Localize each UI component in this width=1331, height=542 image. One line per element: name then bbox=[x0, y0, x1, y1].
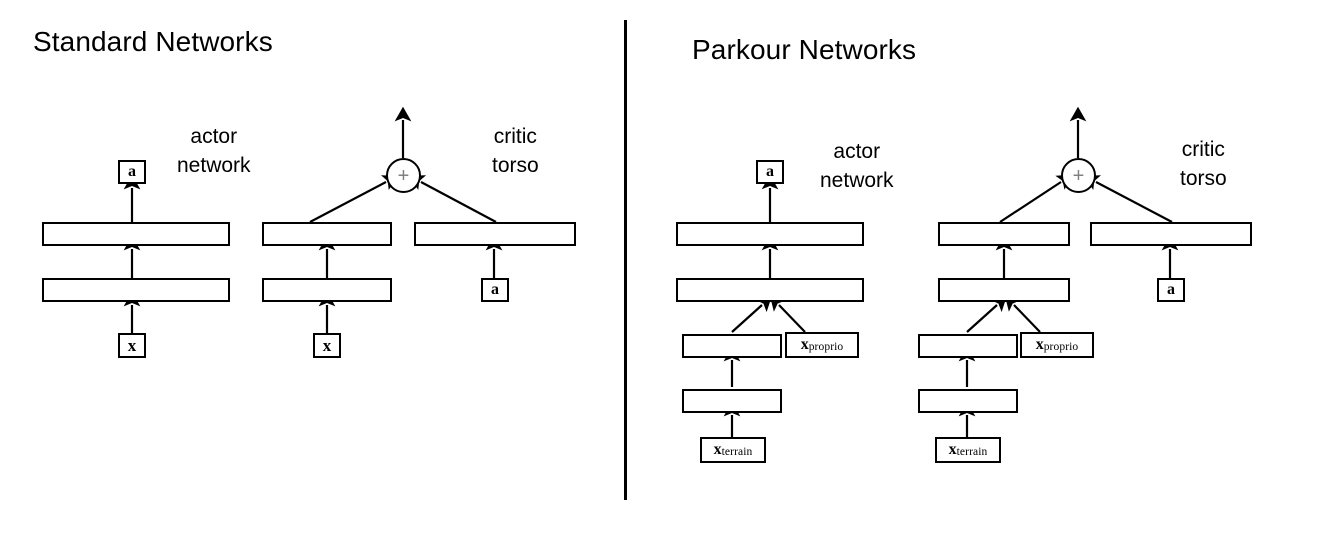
parkour-critic-state-layer-4 bbox=[918, 389, 1018, 413]
parkour-actor-proprio-subscript: proprio bbox=[808, 340, 844, 353]
parkour-actor-output-box: a bbox=[756, 160, 784, 184]
caption-line-network: network bbox=[177, 154, 251, 177]
parkour-critic-terrain-subscript: terrain bbox=[956, 445, 988, 458]
standard-critic-action-layer-1 bbox=[414, 222, 576, 246]
standard-critic-action-input-box: a bbox=[481, 278, 509, 302]
standard-critic-state-layer-2 bbox=[262, 278, 392, 302]
caption-line-torso: torso bbox=[492, 154, 539, 177]
panel-divider bbox=[624, 20, 627, 500]
parkour-critic-terrain-symbol: x bbox=[948, 441, 957, 458]
standard-actor-input-box: x bbox=[118, 333, 146, 358]
parkour-critic-action-input-label: a bbox=[1167, 281, 1175, 298]
parkour-actor-terrain-symbol: x bbox=[713, 441, 722, 458]
caption-critic-torso-standard: critic torso bbox=[492, 122, 539, 180]
parkour-actor-terrain-subscript: terrain bbox=[721, 445, 753, 458]
parkour-critic-action-layer-1 bbox=[1090, 222, 1252, 246]
caption-line-torso: torso bbox=[1180, 167, 1227, 190]
parkour-actor-output-label: a bbox=[766, 163, 774, 180]
caption-line-actor: actor bbox=[190, 125, 238, 148]
parkour-actor-proprio-symbol: x bbox=[800, 336, 809, 353]
standard-actor-output-box: a bbox=[118, 160, 146, 184]
parkour-critic-sum-node: + bbox=[1061, 158, 1096, 193]
standard-actor-output-label: a bbox=[128, 163, 136, 180]
standard-actor-layer-1 bbox=[42, 222, 230, 246]
parkour-critic-state-layer-3 bbox=[918, 334, 1018, 358]
standard-critic-action-input-label: a bbox=[491, 281, 499, 298]
parkour-critic-proprio-symbol: x bbox=[1035, 336, 1044, 353]
caption-line-critic: critic bbox=[493, 125, 537, 148]
caption-line-critic: critic bbox=[1181, 138, 1225, 161]
panel-title-standard: Standard Networks bbox=[33, 26, 273, 57]
standard-actor-layer-2 bbox=[42, 278, 230, 302]
parkour-critic-state-layer-1 bbox=[938, 222, 1070, 246]
parkour-critic-sum-symbol: + bbox=[1072, 164, 1085, 187]
standard-actor-input-label: x bbox=[127, 336, 137, 355]
standard-critic-sum-node: + bbox=[386, 158, 421, 193]
standard-critic-state-input-label: x bbox=[322, 336, 332, 355]
standard-critic-state-input-box: x bbox=[313, 333, 341, 358]
panel-title-parkour: Parkour Networks bbox=[692, 34, 917, 65]
parkour-critic-state-layer-2 bbox=[938, 278, 1070, 302]
standard-critic-state-layer-1 bbox=[262, 222, 392, 246]
caption-critic-torso-parkour: critic torso bbox=[1180, 135, 1227, 193]
parkour-critic-action-input-box: a bbox=[1157, 278, 1185, 302]
caption-actor-network-parkour: actor network bbox=[820, 137, 894, 195]
parkour-critic-proprio-subscript: proprio bbox=[1043, 340, 1079, 353]
caption-line-actor: actor bbox=[833, 140, 881, 163]
parkour-actor-layer-3 bbox=[682, 334, 782, 358]
parkour-actor-layer-2 bbox=[676, 278, 864, 302]
caption-actor-network-standard: actor network bbox=[177, 122, 251, 180]
parkour-actor-layer-4 bbox=[682, 389, 782, 413]
caption-line-network: network bbox=[820, 169, 894, 192]
parkour-actor-layer-1 bbox=[676, 222, 864, 246]
standard-critic-sum-symbol: + bbox=[397, 164, 410, 187]
